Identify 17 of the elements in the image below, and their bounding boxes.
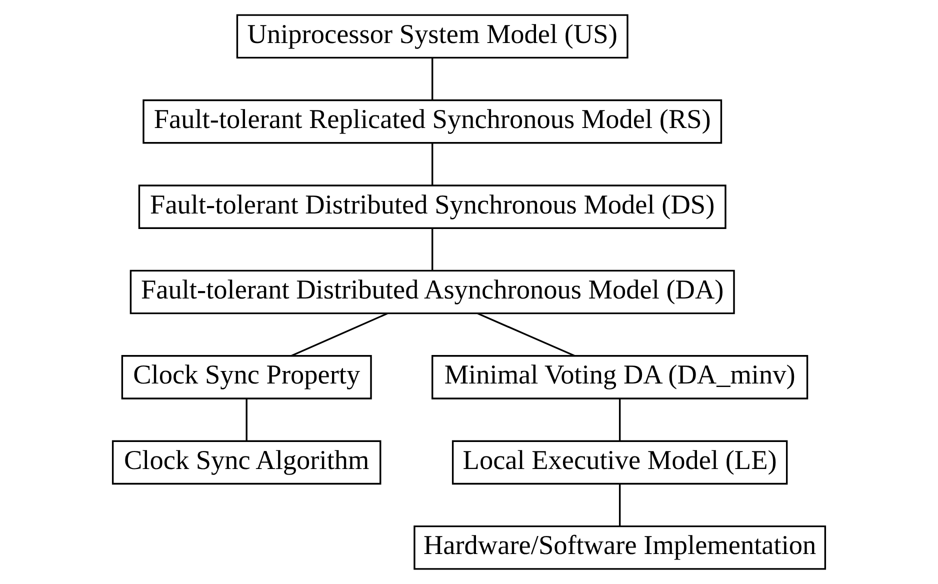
node-box: Fault-tolerant Distributed Synchronous Model (DS) [138, 184, 726, 229]
connector [618, 398, 621, 442]
node-box: Minimal Voting DA (DA_minv) [432, 355, 808, 400]
connector [432, 228, 434, 271]
node-box: Clock Sync Algorithm [112, 440, 382, 485]
node-box: Hardware/Software Implementation [414, 525, 826, 570]
node-box: Fault-tolerant Replicated Synchronous Model (RS) [142, 99, 722, 144]
node-box: Uniprocessor System Model (US) [236, 14, 628, 59]
connector [618, 484, 621, 526]
connector [290, 312, 388, 357]
node-box: Local Executive Model (LE) [452, 440, 788, 485]
connector [432, 143, 434, 186]
connector [477, 312, 576, 357]
node-box: Clock Sync Property [121, 355, 372, 400]
connector [432, 58, 434, 100]
node-box: Fault-tolerant Distributed Asynchronous Model (DA) [130, 270, 735, 314]
connector [246, 398, 248, 442]
